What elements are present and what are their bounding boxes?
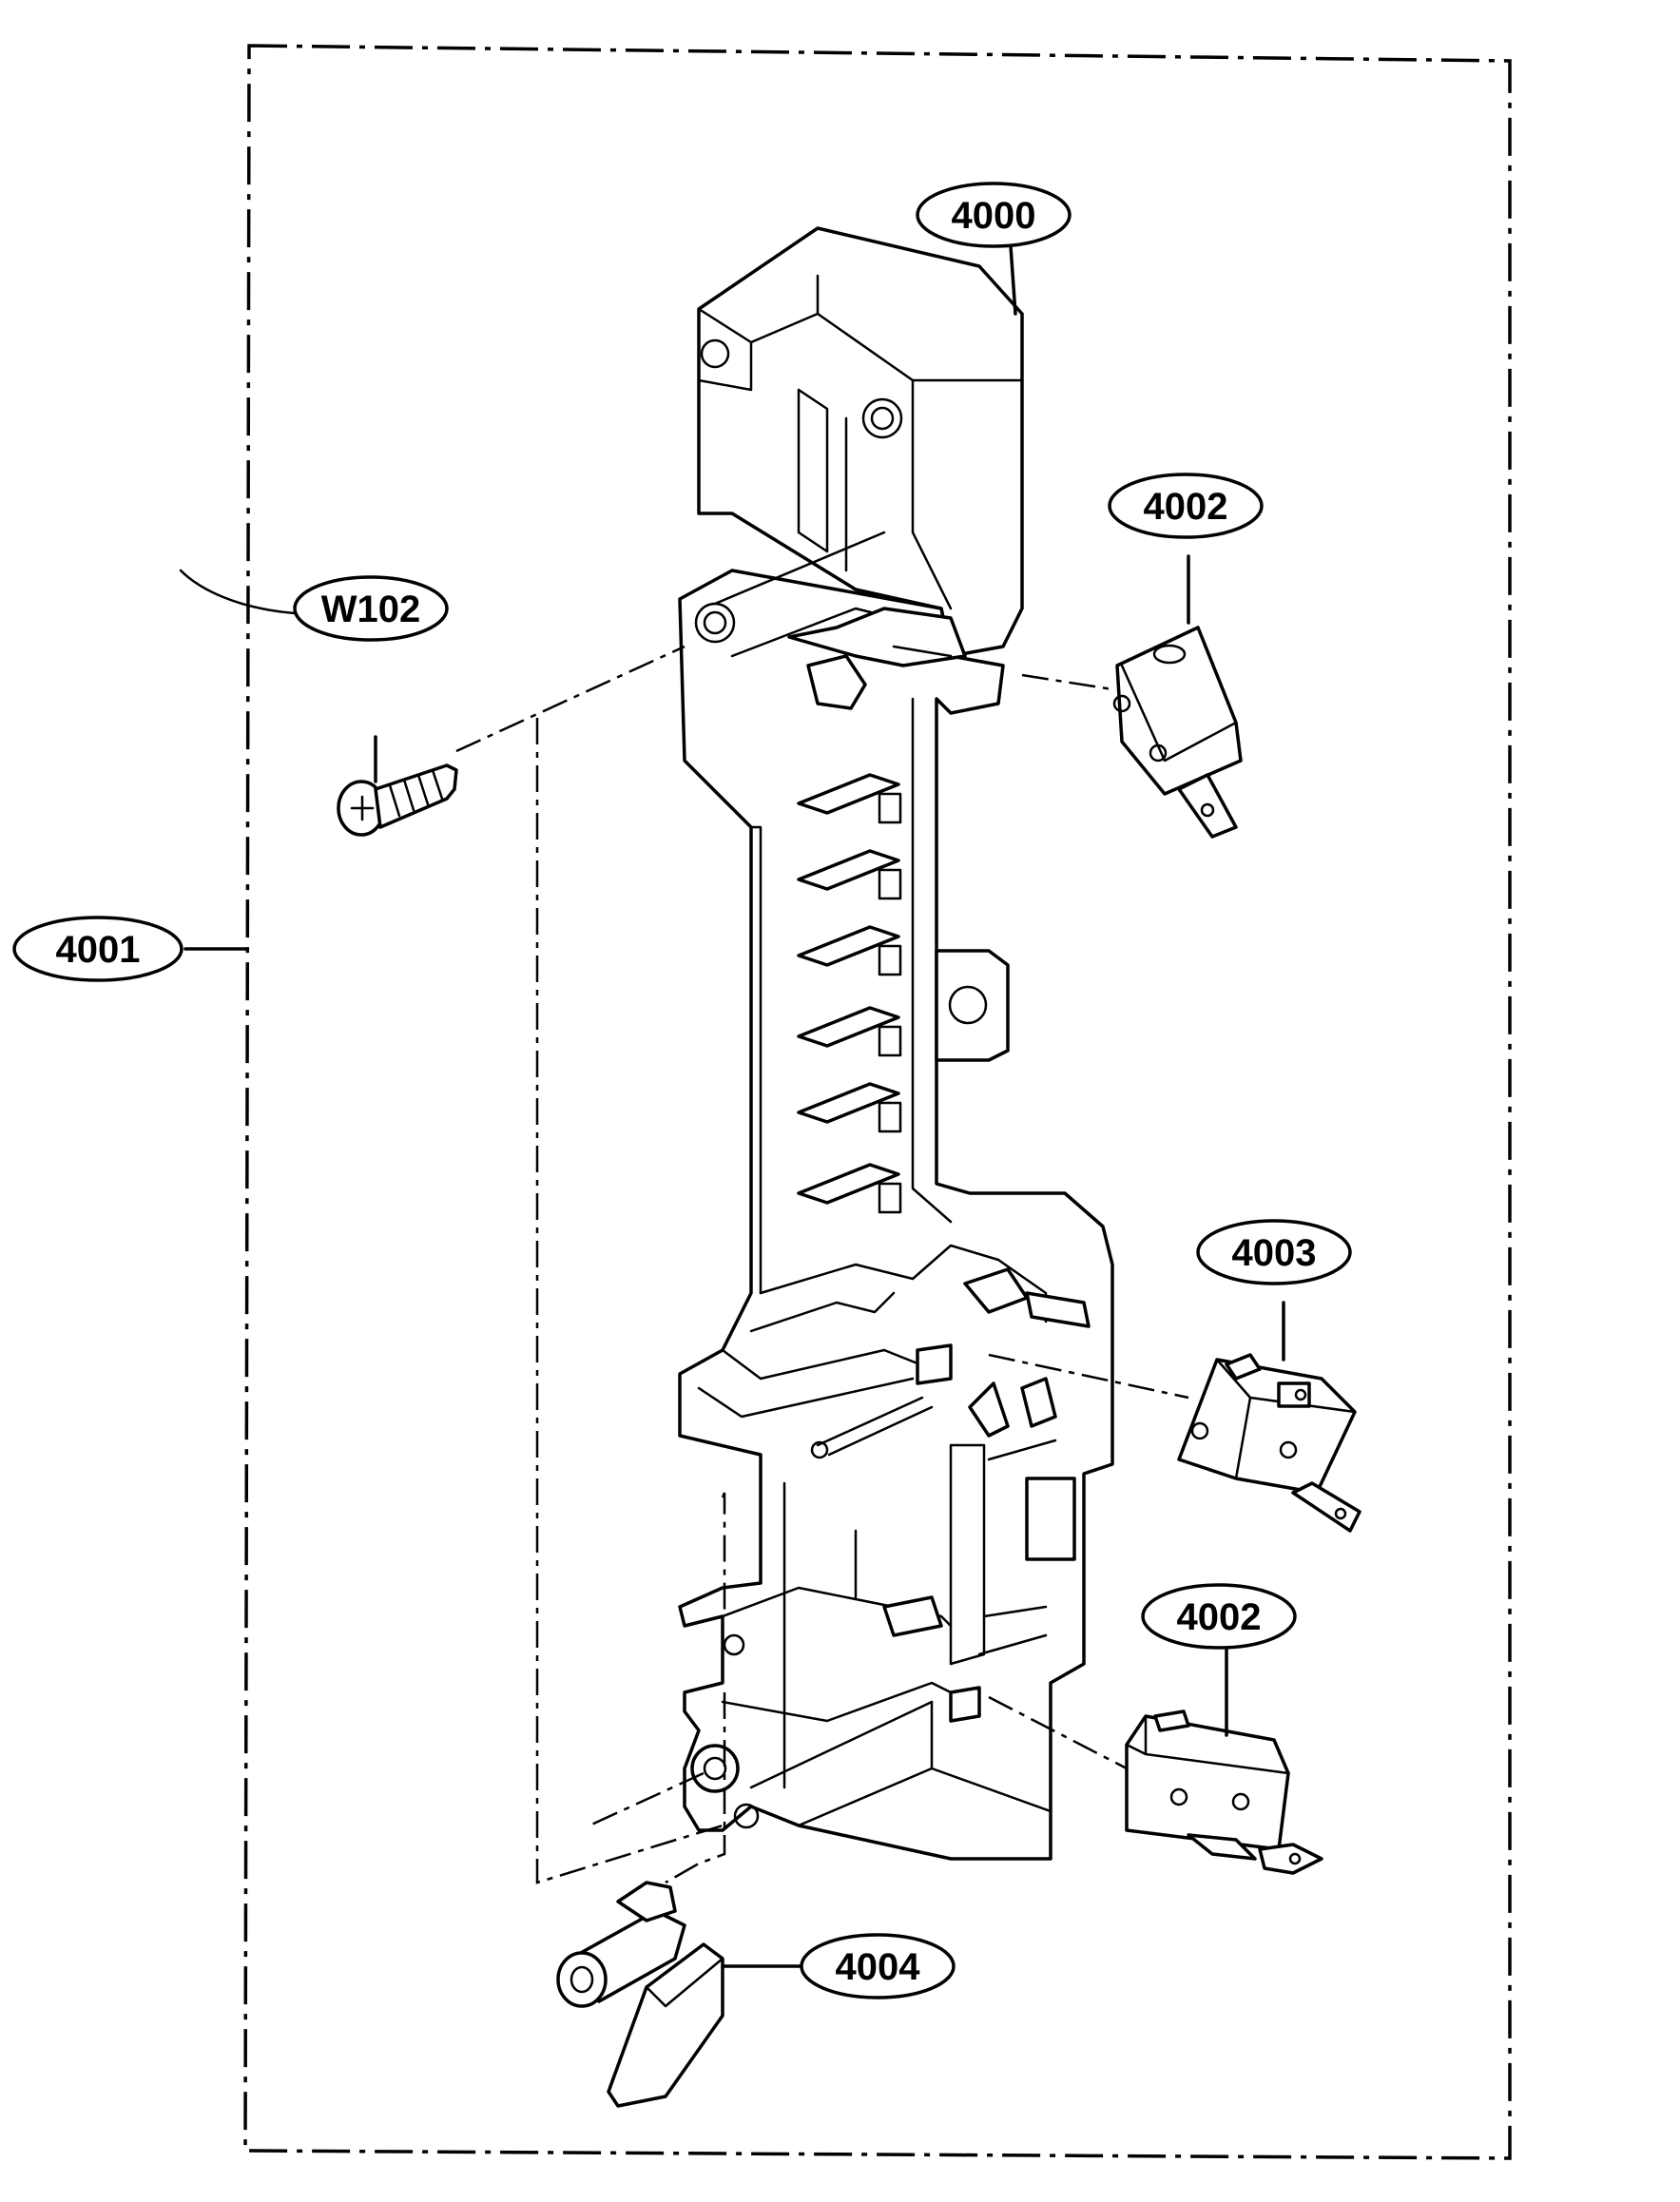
latch-board-4000: [678, 226, 1114, 1861]
micro-switch-4002-top: [1112, 554, 1243, 839]
assembly-line-vertical: [535, 718, 724, 1884]
ribs: [797, 773, 902, 1214]
svg-text:4003: 4003: [1232, 1232, 1317, 1274]
callout-4003: 4003: [1196, 1219, 1352, 1285]
svg-text:4002: 4002: [1177, 1596, 1262, 1638]
svg-text:W102: W102: [321, 589, 421, 630]
svg-text:4004: 4004: [836, 1946, 921, 1988]
svg-text:4002: 4002: [1144, 486, 1228, 528]
assembly-line-switch-4003: [988, 1353, 1189, 1400]
assembly-frame: [243, 44, 1512, 2160]
callout-4002-top: 4002: [1108, 473, 1264, 539]
micro-switch-4002-bottom: [1125, 1648, 1323, 1875]
assembly-line-pin: [589, 1771, 705, 1827]
assembly-line-screw: [455, 645, 686, 753]
callout-4004: 4004: [800, 1933, 956, 1999]
screw-w102: [337, 735, 458, 837]
callout-4001: 4001: [12, 916, 183, 982]
assembly-line-switch-top: [1021, 673, 1113, 691]
assembly-line-switch-bottom: [988, 1695, 1128, 1770]
svg-text:4000: 4000: [952, 195, 1036, 237]
svg-text:4001: 4001: [56, 929, 141, 971]
assembly-line-lever: [665, 1492, 726, 1884]
callout-4002-bottom: 4002: [1141, 1583, 1297, 1650]
callout-4000: 4000: [916, 182, 1072, 316]
callout-w102: W102: [179, 569, 449, 642]
lever-4004: [556, 1881, 815, 2108]
micro-switch-4003: [1177, 1301, 1361, 1533]
